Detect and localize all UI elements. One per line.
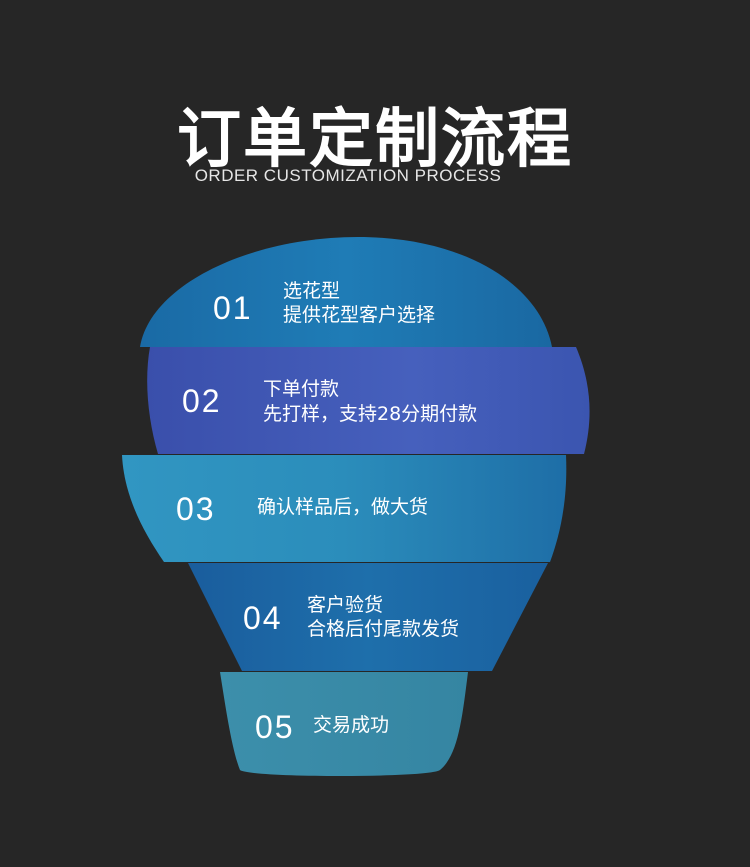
step-number: 05 — [255, 709, 295, 745]
step-band-3 — [122, 455, 567, 562]
step-band-1 — [140, 237, 552, 347]
step-band-4 — [188, 563, 548, 671]
step-title: 客户验货 — [307, 594, 384, 616]
step-title: 确认样品后，做大货 — [257, 496, 429, 518]
step-number: 02 — [182, 383, 222, 419]
step-number: 03 — [176, 491, 216, 527]
step-title: 交易成功 — [313, 714, 390, 736]
step-description: 合格后付尾款发货 — [307, 618, 460, 640]
page-title: 订单定制流程 — [177, 103, 573, 177]
page-subtitle: ORDER CUSTOMIZATION PROCESS — [194, 166, 502, 185]
step-number: 04 — [243, 600, 283, 636]
step-description: 提供花型客户选择 — [283, 304, 436, 326]
step-title: 选花型 — [283, 280, 341, 302]
step-band-5 — [220, 672, 468, 776]
step-description: 先打样，支持28分期付款 — [263, 403, 478, 425]
step-band-2 — [147, 347, 590, 454]
step-number: 01 — [213, 290, 253, 326]
step-title: 下单付款 — [263, 378, 340, 400]
